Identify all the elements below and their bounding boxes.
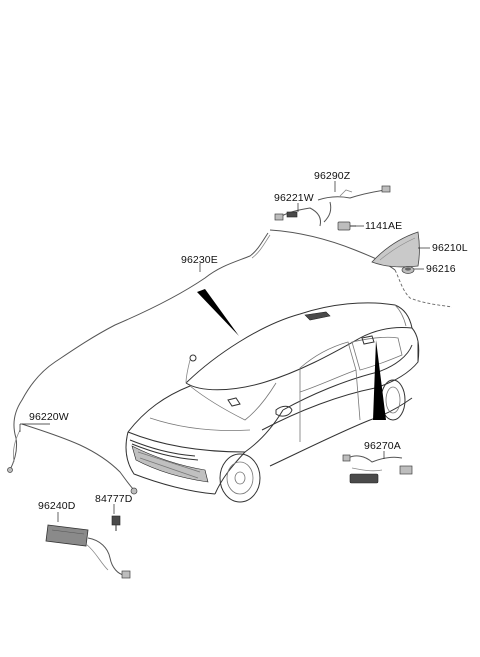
label-96290z: 96290Z [314,170,351,182]
label-96240d: 96240D [38,500,76,512]
main-antenna-cable [7,229,453,473]
front-module-96240d [45,524,131,579]
clip-84777d [111,515,121,531]
rear-module-96270a [342,454,413,484]
car-illustration [125,302,420,503]
label-1141ae: 1141AE [365,220,403,232]
label-84777d: 84777D [95,493,133,505]
pointer-wedge-rear [373,340,386,420]
bolt-1141ae [337,221,356,231]
label-96230e: 96230E [181,254,218,266]
front-lower-cable [12,423,138,495]
label-96270a: 96270A [364,440,401,452]
label-96220w: 96220W [29,411,69,423]
pointer-wedge-top [197,289,239,336]
label-96210l: 96210L [432,242,468,254]
label-96221w: 96221W [274,192,314,204]
leader-lines [19,181,430,522]
shark-fin-antenna [371,231,420,268]
label-96216: 96216 [426,263,456,275]
grommet-96216 [401,266,415,274]
roof-harness [274,185,391,227]
